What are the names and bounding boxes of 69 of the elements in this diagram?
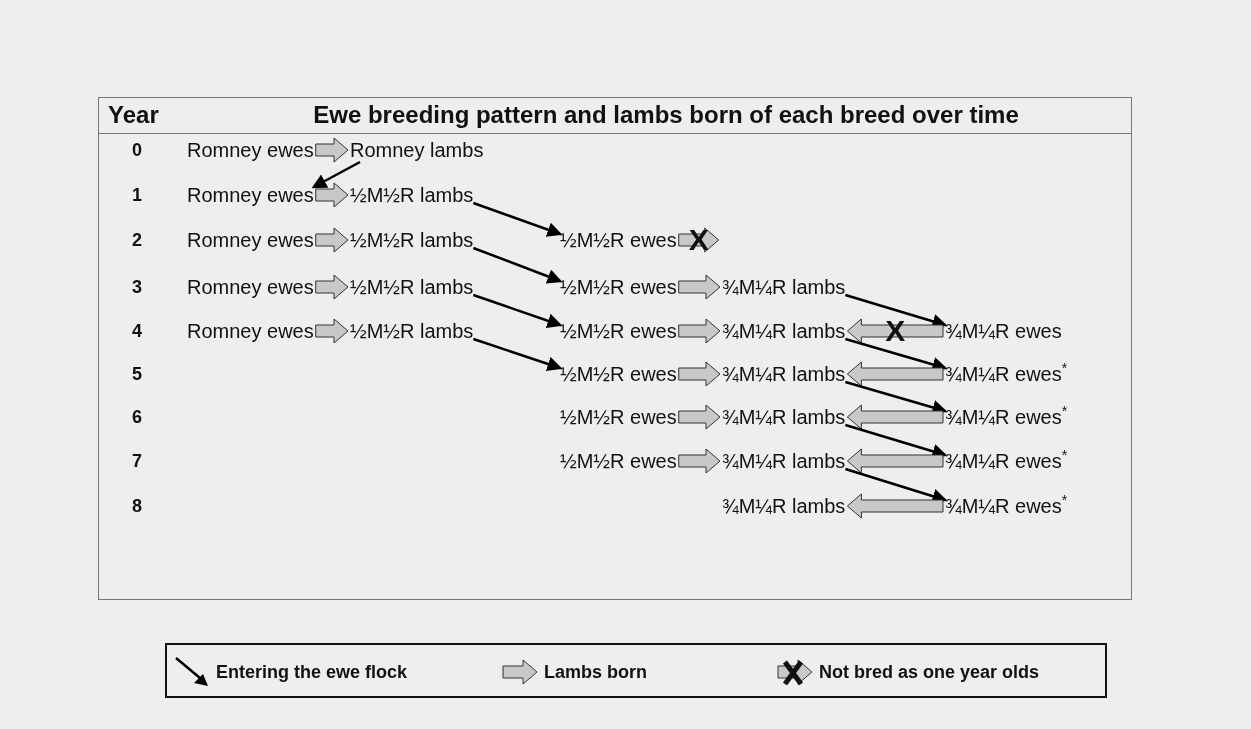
block-arrow: [846, 318, 944, 344]
flock-label: ½M½R ewes: [560, 275, 677, 299]
column-header: Year: [108, 100, 159, 130]
flock-label: Romney ewes: [187, 183, 314, 207]
year-number: 7: [131, 450, 143, 473]
flock-label: Romney ewes: [187, 138, 314, 162]
legend-text: Lambs born: [544, 661, 647, 683]
flock-label: Romney ewes: [187, 319, 314, 343]
flock-label: Romney ewes: [187, 275, 314, 299]
flock-label: ¾M¼R ewes$^{*}$: [945, 405, 1068, 429]
block-arrow: [315, 318, 349, 344]
year-number: 6: [131, 406, 143, 429]
flock-label: ½M½R lambs: [350, 275, 474, 299]
edge-label: X: [884, 316, 907, 346]
arrow: [845, 293, 948, 329]
flock-label: ½M½R lambs: [350, 183, 474, 207]
flock-label: ¾M¼R lambs: [722, 275, 846, 299]
arrow: [845, 337, 948, 372]
flock-label: ½M½R ewes: [560, 319, 677, 343]
flock-label: ¾M¼R ewes$^{*}$: [945, 362, 1068, 386]
block-arrow: [846, 404, 944, 430]
flock-label: ½M½R ewes: [560, 405, 677, 429]
flock-label: Romney lambs: [350, 138, 484, 162]
block-arrow: [846, 493, 944, 519]
flock-label: ¾M¼R lambs: [722, 494, 846, 518]
arrow: [845, 380, 948, 415]
flock-label: ¾M¼R lambs: [722, 362, 846, 386]
table-title: Ewe breeding pattern and lambs born of each breed over time: [312, 100, 1020, 130]
year-number: 2: [131, 229, 143, 252]
flock-label: ¾M¼R lambs: [722, 449, 846, 473]
year-number: 5: [131, 363, 143, 386]
year-number: 1: [131, 184, 143, 207]
flock-label: ¾M¼R ewes$^{*}$: [945, 449, 1068, 473]
arrow: [845, 467, 948, 504]
block-arrow: [678, 448, 721, 474]
block-arrow: [678, 318, 721, 344]
block-arrow: [315, 182, 349, 208]
flock-label: ½M½R ewes: [560, 228, 677, 252]
block-arrow: [678, 227, 720, 253]
year-number: 0: [131, 139, 143, 162]
block-arrow: [846, 448, 944, 474]
arrow: [472, 201, 563, 237]
arrow: [311, 160, 361, 189]
flock-label: Romney ewes: [187, 228, 314, 252]
flock-label: ¾M¼R ewes: [945, 319, 1062, 343]
edge-label: X: [687, 225, 710, 255]
block-arrow: [678, 274, 721, 300]
block-arrow: [315, 274, 349, 300]
legend-text: Not bred as one year olds: [819, 661, 1040, 683]
year-number: 4: [131, 320, 143, 343]
block-arrow: [846, 361, 944, 387]
flock-label: ½M½R ewes: [560, 362, 677, 386]
arrow: [472, 293, 563, 328]
arrow: [473, 337, 563, 372]
flock-label: ½M½R ewes: [560, 449, 677, 473]
arrow: [472, 246, 563, 284]
block-arrow: [315, 227, 349, 253]
legend-text: Entering the ewe flock: [216, 661, 408, 683]
year-number: 3: [131, 276, 143, 299]
block-arrow: [678, 404, 721, 430]
flock-label: ¾M¼R lambs: [722, 405, 846, 429]
flock-label: ¾M¼R ewes$^{*}$: [945, 494, 1068, 518]
block-arrow: [315, 137, 349, 163]
year-number: 8: [131, 495, 143, 518]
flock-label: ¾M¼R lambs: [722, 319, 846, 343]
arrow: [845, 423, 948, 459]
block-arrow: [678, 361, 721, 387]
flock-label: ½M½R lambs: [350, 228, 474, 252]
flock-label: ½M½R lambs: [350, 319, 474, 343]
